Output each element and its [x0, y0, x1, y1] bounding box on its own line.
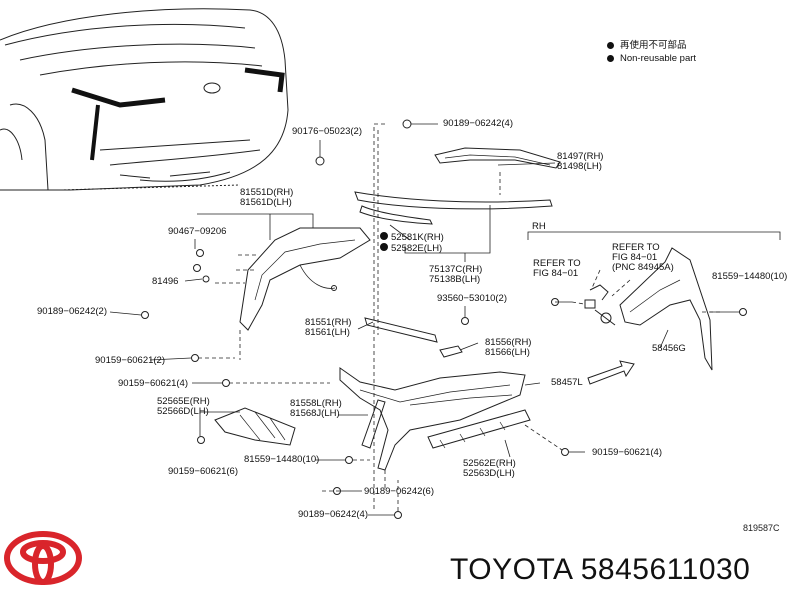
label-81498-lh: 81498(LH) [557, 161, 602, 172]
part-81551d-lamp [239, 227, 371, 331]
label-52581k-rh: 52581K(RH) [380, 232, 444, 243]
label-90159-6: 90159−60621(6) [168, 466, 238, 477]
label-81496: 81496 [152, 276, 179, 287]
label-refer-1: REFER TO FIG 84−01 [533, 259, 581, 279]
dashed-lines [198, 123, 720, 511]
non-reusable-dot-icon [380, 243, 388, 251]
legend-row-en: Non-reusable part [607, 52, 696, 65]
label-90467: 90467−09206 [168, 226, 227, 237]
part-81497-trim [434, 147, 561, 169]
label-52563d-lh: 52563D(LH) [463, 468, 515, 479]
label-81551d: 81551D(RH) 81561D(LH) [240, 188, 293, 208]
part-58456g-rh [619, 247, 713, 371]
legend: 再使用不可部品 Non-reusable part [607, 39, 696, 65]
label-refer-2-c: (PNC 84945A) [612, 262, 674, 273]
legend-row-jp: 再使用不可部品 [607, 39, 696, 52]
legend-text-jp: 再使用不可部品 [620, 40, 687, 51]
label-52562e-rh: 52562E(RH) [463, 458, 516, 469]
label-81556: 81556(RH) 81566(LH) [485, 338, 531, 358]
label-52566d-lh: 52566D(LH) [157, 406, 209, 417]
label-refer-2: REFER TO FIG 84−01 (PNC 84945A) [612, 243, 674, 273]
socket-parts [584, 284, 616, 326]
label-75137c-rh: 75137C(RH) [429, 264, 483, 275]
label-90159-4b: 90159−60621(4) [592, 447, 662, 458]
label-58456g: 58456G [652, 343, 686, 354]
part-81556-lamp [439, 345, 463, 358]
label-refer-1-b: FIG 84−01 [533, 268, 579, 279]
label-90189-top: 90189−06242(4) [443, 118, 513, 129]
label-81558l-rh: 81558L(RH) [290, 398, 342, 409]
label-81551-rh: 81551(RH) [305, 317, 352, 328]
legend-text-en: Non-reusable part [620, 53, 697, 64]
arrow-58456g [587, 360, 635, 385]
label-refer-1-a: REFER TO [533, 258, 581, 269]
figure-ref-code: 819587C [743, 523, 780, 533]
label-81561-lh: 81561(LH) [305, 327, 350, 338]
label-81497-rh: 81497(RH) [557, 151, 604, 162]
fasteners [141, 119, 747, 519]
label-refer-2-b: FIG 84−01 [612, 252, 658, 263]
label-93560: 93560−53010(2) [437, 293, 507, 304]
label-refer-2-a: REFER TO [612, 242, 660, 253]
label-52581k: 52581K(RH) 52582E(LH) [380, 232, 444, 254]
part-81551-lamp [364, 317, 438, 343]
label-90159-4a: 90159−60621(4) [118, 378, 188, 389]
label-90176: 90176−05023(2) [292, 126, 362, 137]
label-90189-left: 90189−06242(2) [37, 306, 107, 317]
part-52565e-bracket [214, 407, 296, 446]
label-52562e: 52562E(RH) 52563D(LH) [463, 459, 516, 479]
label-52565e-rh: 52565E(RH) [157, 396, 210, 407]
non-reusable-dot-icon [607, 42, 614, 49]
label-52565e: 52565E(RH) 52566D(LH) [157, 397, 210, 417]
part-58457l-bumper [339, 367, 526, 471]
label-58457l: 58457L [551, 377, 583, 388]
label-52582e-lh: 52582E(LH) [380, 243, 444, 254]
label-81568j-lh: 81568J(LH) [290, 408, 340, 419]
label-81551: 81551(RH) 81561(LH) [305, 318, 351, 338]
label-81558l: 81558L(RH) 81568J(LH) [290, 399, 342, 419]
non-reusable-dot-icon [607, 55, 614, 62]
label-81561d-lh: 81561D(LH) [240, 197, 292, 208]
label-81559-right: 81559−14480(10) [712, 271, 788, 282]
label-81566-lh: 81566(LH) [485, 347, 530, 358]
toyota-logo-icon [4, 531, 82, 585]
label-81551d-rh: 81551D(RH) [240, 187, 294, 198]
label-rh: RH [532, 221, 546, 232]
part-52562e-bracket [427, 409, 531, 449]
part-75137c-garnish [354, 191, 553, 210]
label-81556-rh: 81556(RH) [485, 337, 532, 348]
car-rear-illustration [0, 8, 289, 191]
label-90159-2: 90159−60621(2) [95, 355, 165, 366]
label-90189-6: 90189−06242(6) [364, 486, 434, 497]
part-number-title: TOYOTA 5845611030 [450, 553, 751, 586]
non-reusable-dot-icon [380, 232, 388, 240]
label-90189-4b: 90189−06242(4) [298, 509, 368, 520]
leader-lines [109, 123, 740, 516]
part-81558l-reflector [361, 399, 386, 449]
label-75137c: 75137C(RH) 75138B(LH) [429, 265, 482, 285]
label-75138b-lh: 75138B(LH) [429, 274, 481, 285]
label-81497: 81497(RH) 81498(LH) [557, 152, 603, 172]
label-81559-bottom: 81559−14480(10) [244, 454, 320, 465]
